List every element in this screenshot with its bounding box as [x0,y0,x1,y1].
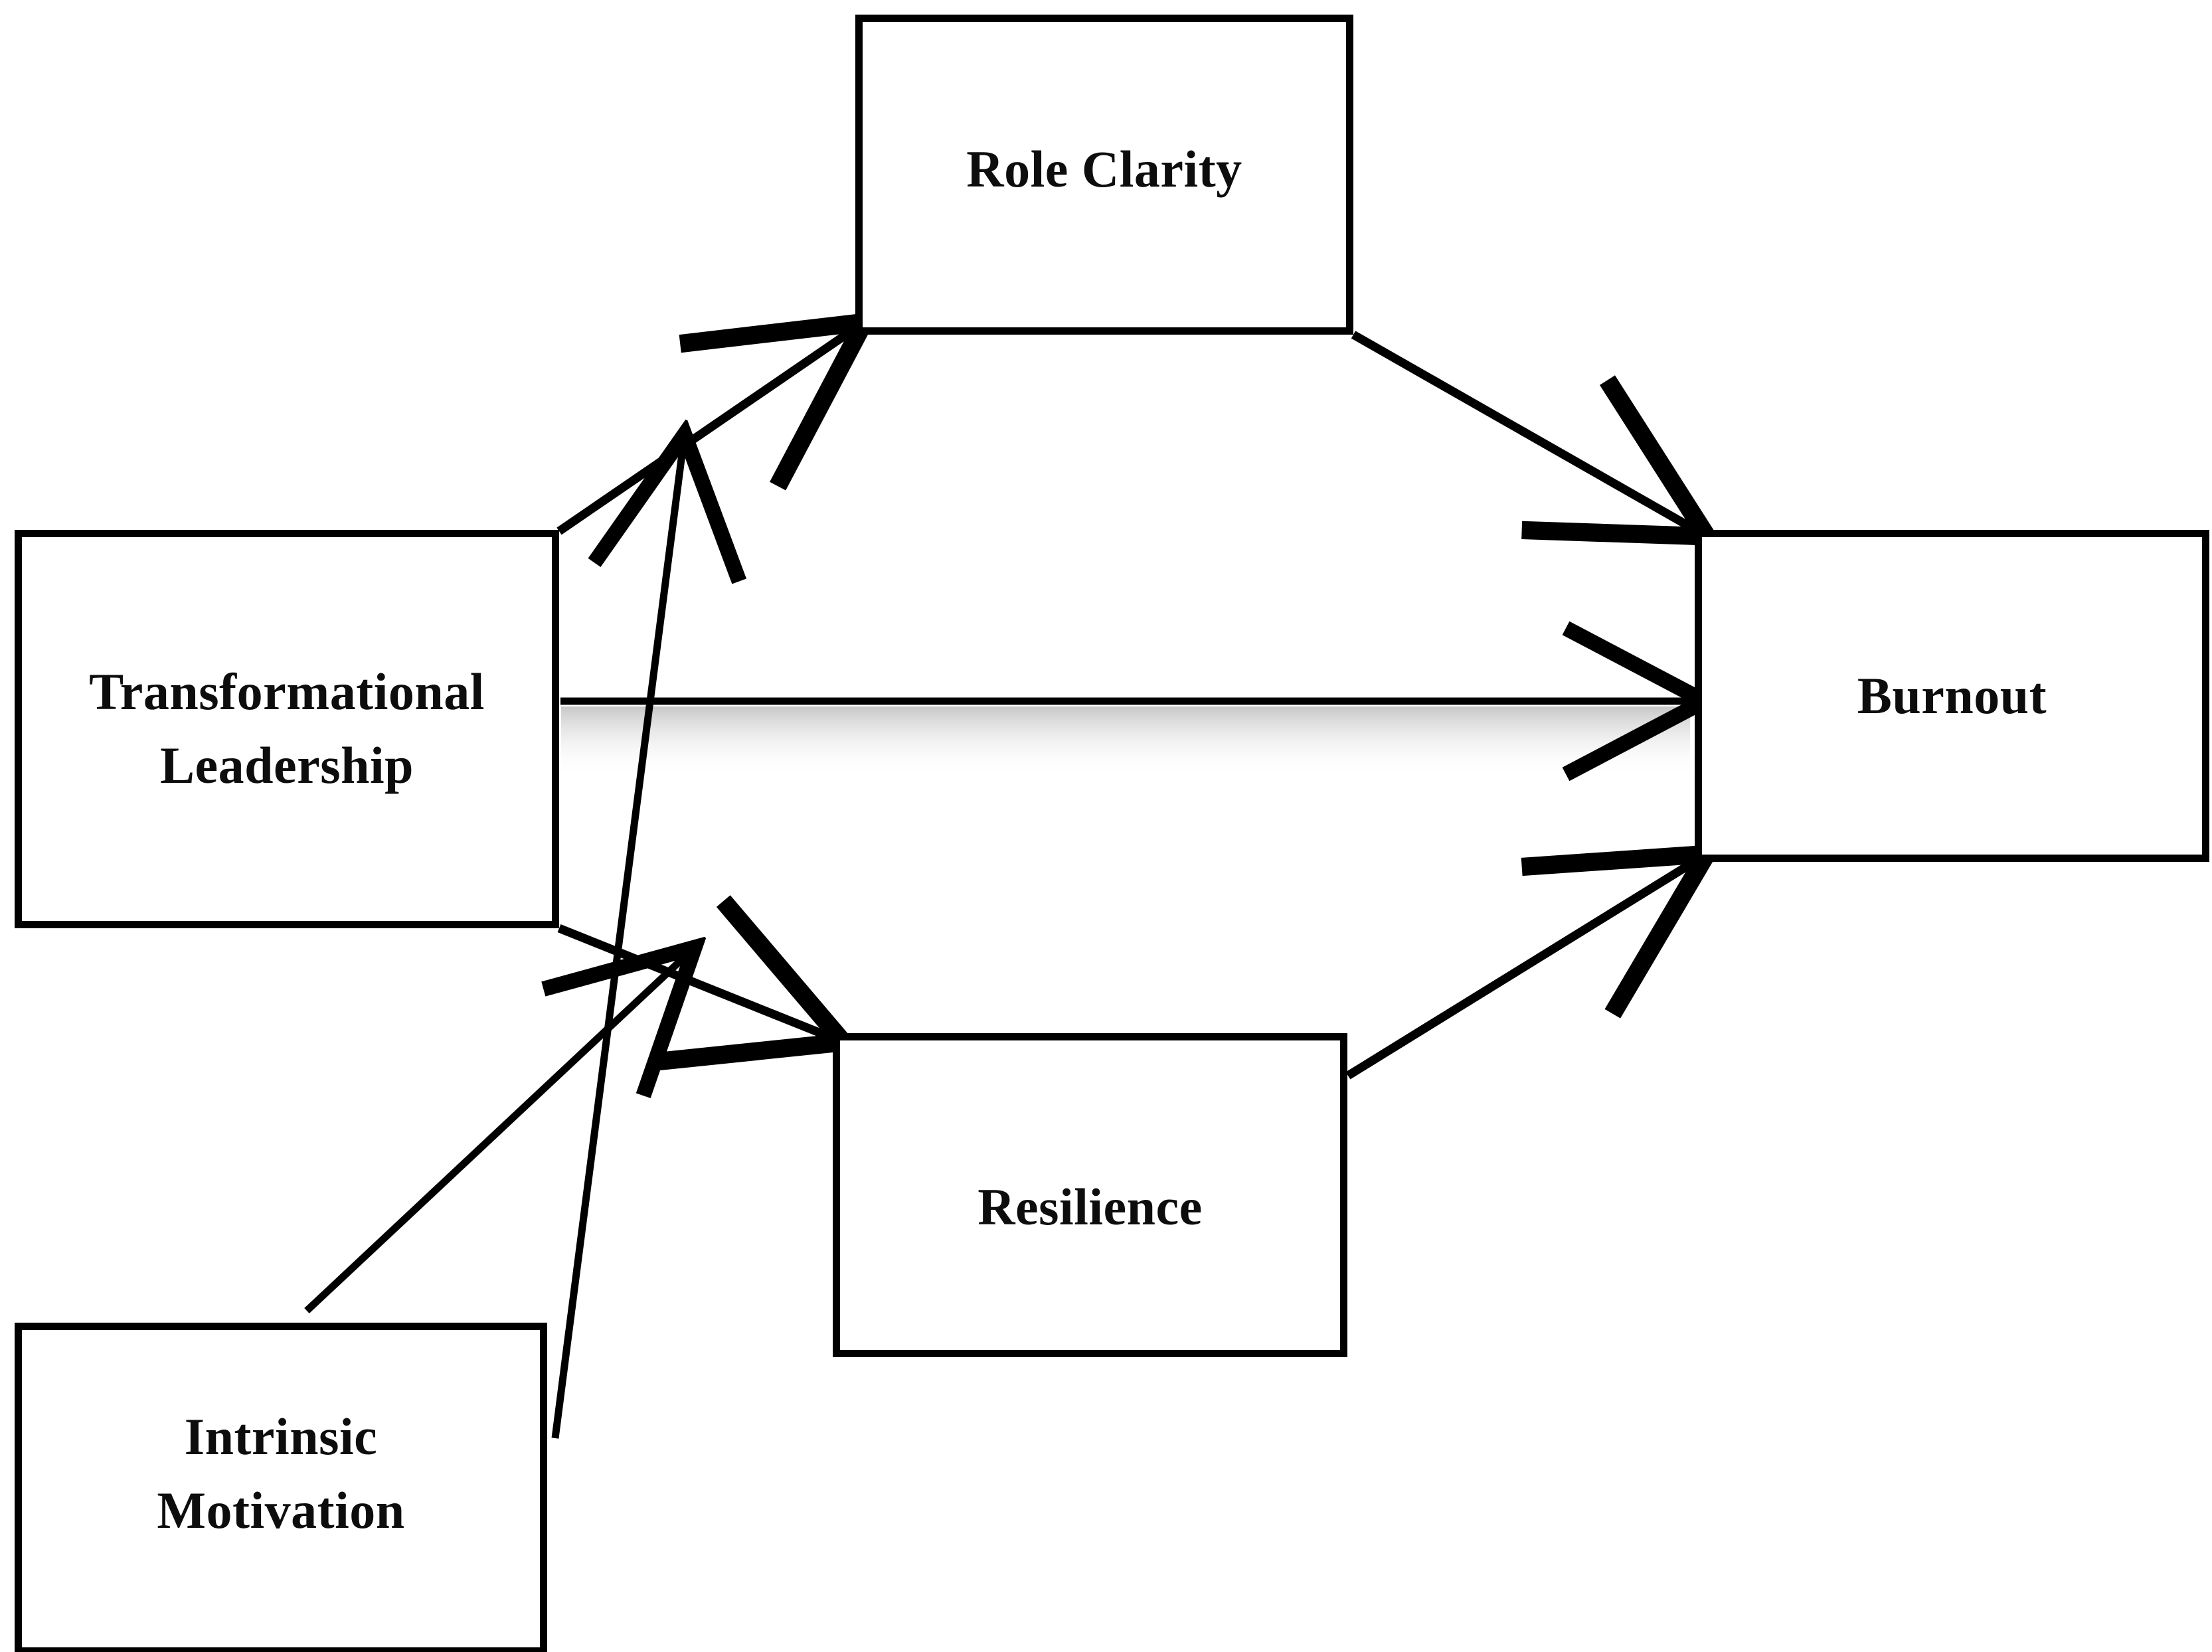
node-role-clarity[interactable]: Role Clarity [855,15,1353,335]
edge-intrinsic-motivation-to-resilience-path [304,957,684,1314]
node-resilience[interactable]: Resilience [833,1033,1347,1357]
horizontal-path-shadow [561,706,1690,776]
edge-intrinsic-motivation-to-role-clarity-path [551,449,683,1439]
edge-tl-to-role-clarity [556,332,850,535]
node-transformational-leadership-label: Transformational Leadership [89,663,485,794]
edge-role-clarity-to-burnout [1351,331,1692,528]
node-intrinsic-motivation[interactable]: Intrinsic Motivation [15,1323,547,1652]
node-role-clarity-label: Role Clarity [966,139,1242,198]
node-resilience-label: Resilience [978,1177,1203,1236]
node-burnout[interactable]: Burnout [1695,530,2209,862]
edge-tl-to-resilience [557,928,827,1036]
node-burnout-label: Burnout [1857,666,2047,724]
node-intrinsic-motivation-label: Intrinsic Motivation [157,1408,405,1539]
edge-resilience-to-burnout [1345,863,1692,1080]
node-transformational-leadership[interactable]: Transformational Leadership [15,530,559,928]
